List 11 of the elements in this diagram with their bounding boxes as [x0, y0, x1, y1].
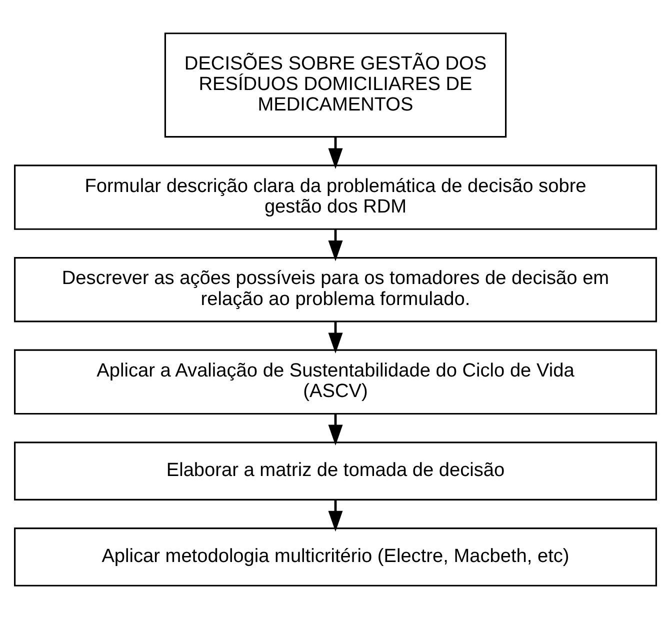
arrow [328, 321, 343, 353]
arrow [328, 229, 343, 261]
node-box: Elaborar a matriz de tomada de decisão [14, 441, 657, 500]
node-box: Descrever as ações possíveis para os tomadores de decisão em relação ao problema formulado. [14, 256, 657, 322]
arrow [328, 414, 343, 445]
arrow [328, 136, 343, 168]
arrow [328, 499, 343, 532]
node-box: Formular descrição clara da problemática de decisão sobre gestão dos RDM [14, 164, 657, 230]
node-box: Aplicar a Avaliação de Sustentabilidade do Ciclo de Vida (ASCV) [14, 348, 657, 414]
node-box: DECISÕES SOBRE GESTÃO DOS RESÍDUOS DOMICILIARES DE MEDICAMENTOS [164, 32, 507, 138]
node-box: Aplicar metodologia multicritério (Electre, Macbeth, etc) [14, 527, 657, 586]
